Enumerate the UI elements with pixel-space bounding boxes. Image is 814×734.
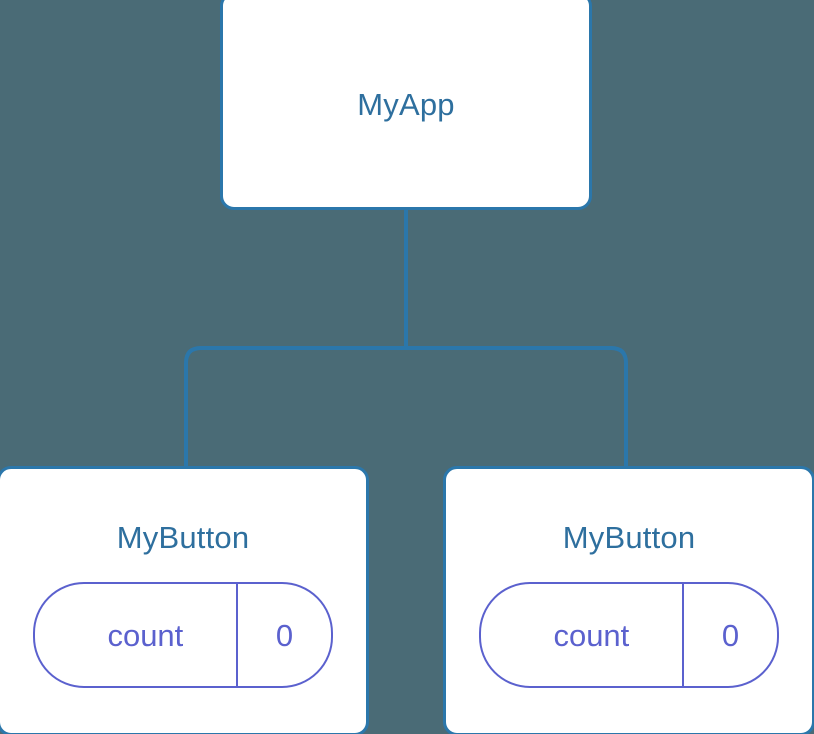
- node-mybutton-0[interactable]: MyButton count 0: [0, 466, 369, 734]
- state-pill[interactable]: count 0: [478, 582, 780, 688]
- state-value: 0: [235, 584, 331, 686]
- state-key: count: [553, 617, 630, 653]
- state-pill[interactable]: count 0: [32, 582, 334, 688]
- state-key: count: [107, 617, 184, 653]
- node-myapp[interactable]: MyApp: [220, 0, 592, 210]
- state-value: 0: [681, 584, 777, 686]
- node-title: MyButton: [562, 520, 696, 555]
- edge-root-to-child-0: [184, 205, 408, 470]
- node-mybutton-1[interactable]: MyButton count 0: [443, 466, 814, 734]
- edge-root-to-child-1: [406, 346, 628, 470]
- node-title: MyApp: [357, 86, 455, 122]
- node-title: MyButton: [116, 520, 250, 555]
